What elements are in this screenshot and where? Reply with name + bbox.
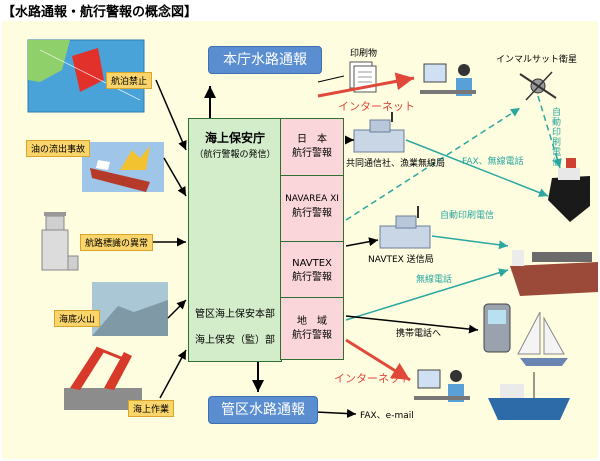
internet-bottom-label: インターネット — [334, 372, 411, 385]
navarea-warning-line1: NAVAREA XI — [285, 194, 339, 204]
mobile-label: 携帯電話へ — [396, 329, 442, 339]
coast-guard-hq-panel: 海上保安庁 （航行警報の発信） 管区海上保安本部 海上保安（監）部 — [188, 118, 282, 362]
arrow-sat-to-ship — [537, 95, 562, 169]
radio-label: 無線電話 — [416, 275, 453, 285]
hq-hydrographic-notice-box: 本庁水路通報 — [208, 46, 322, 74]
lighthouse-icon — [41, 212, 79, 271]
hq-name: 海上保安庁 — [204, 131, 265, 145]
arrow-oil-spill — [163, 157, 187, 197]
arrow-marine-works — [159, 349, 187, 399]
regional-hydrographic-notice-box: 管区水路通報 — [208, 396, 318, 424]
computer-user-top-icon — [420, 63, 476, 96]
internet-top-label: インターネット — [338, 100, 415, 113]
fishery-radio-building-icon — [353, 112, 405, 153]
local-warning-line1: 地 域 — [297, 316, 327, 327]
oil-spill-ship-icon — [82, 142, 164, 192]
marine-construction-icon — [64, 346, 142, 410]
navtex-warning-line2: 航行警報 — [292, 272, 332, 283]
arrow-printed — [317, 75, 345, 83]
printed-label: 印刷物 — [350, 49, 378, 59]
fax-radio-label: FAX、無線電話 — [462, 157, 524, 167]
arrow-navarea-inmarsat — [345, 107, 521, 221]
inmarsat-satellite-icon — [519, 71, 557, 101]
warning-types-column: 日 本 航行警報 NAVAREA XI 航行警報 NAVTEX 航行警報 地 域… — [280, 118, 344, 360]
submarine-volcano-icon — [92, 282, 168, 336]
label-navaid-abnormal: 航路標識の異常 — [80, 234, 154, 251]
arrow-fax-radio — [405, 139, 549, 197]
fax-email-label: FAX、e-mail — [360, 411, 414, 421]
page-title: 【水路通報・航行警報の概念図】 — [2, 5, 198, 20]
arrow-navtex-to-ship — [431, 235, 509, 250]
local-warning-line2: 航行警報 — [292, 330, 332, 341]
japan-warning-line1: 日 本 — [297, 134, 327, 145]
label-marine-works: 海上作業 — [128, 400, 175, 417]
arrow-no-navigation — [155, 79, 187, 151]
hq-sub: （航行警報の発信） — [194, 150, 276, 160]
sailboat-icon — [517, 311, 568, 366]
arrow-navtex-warning — [345, 237, 379, 247]
arrow-internet-bottom — [345, 338, 411, 382]
separator-1 — [281, 175, 343, 176]
label-no-navigation: 航泊禁止 — [106, 72, 153, 89]
auto-print-vertical-label: 自動印刷電信 — [552, 108, 562, 168]
fishing-boat-icon — [488, 372, 570, 420]
separator-3 — [281, 297, 343, 298]
passenger-ship-icon — [548, 158, 590, 222]
mobile-phone-icon — [483, 303, 511, 353]
arrow-mobile — [345, 315, 479, 334]
station-label: 海上保安（監）部 — [195, 335, 275, 346]
navtex-station-building-icon — [379, 206, 431, 249]
japan-warning-line2: 航行警報 — [292, 148, 332, 159]
navtex-warning-line1: NAVTEX — [292, 258, 332, 269]
arrow-fax-email — [315, 409, 357, 419]
inmarsat-label: インマルサット衛星 — [496, 55, 578, 65]
separator-2 — [281, 241, 343, 242]
label-oil-spill: 油の流出事故 — [26, 140, 91, 157]
navtex-station-label: NAVTEX 送信局 — [368, 255, 434, 265]
navarea-warning-line2: 航行警報 — [292, 208, 332, 219]
arrow-radio-phone — [345, 268, 509, 321]
cargo-ship-icon — [510, 250, 598, 296]
restricted-area-map-icon — [27, 39, 145, 113]
label-volcano: 海底火山 — [54, 310, 101, 327]
regional-hq-label: 管区海上保安本部 — [195, 309, 275, 320]
arrow-volcano — [167, 299, 187, 319]
kyodo-label: 共同通信社、漁業無線局 — [346, 159, 446, 169]
auto-print-label: 自動印刷電信 — [440, 211, 495, 221]
arrow-internet-top — [317, 72, 415, 98]
computer-user-bottom-icon — [414, 369, 470, 402]
